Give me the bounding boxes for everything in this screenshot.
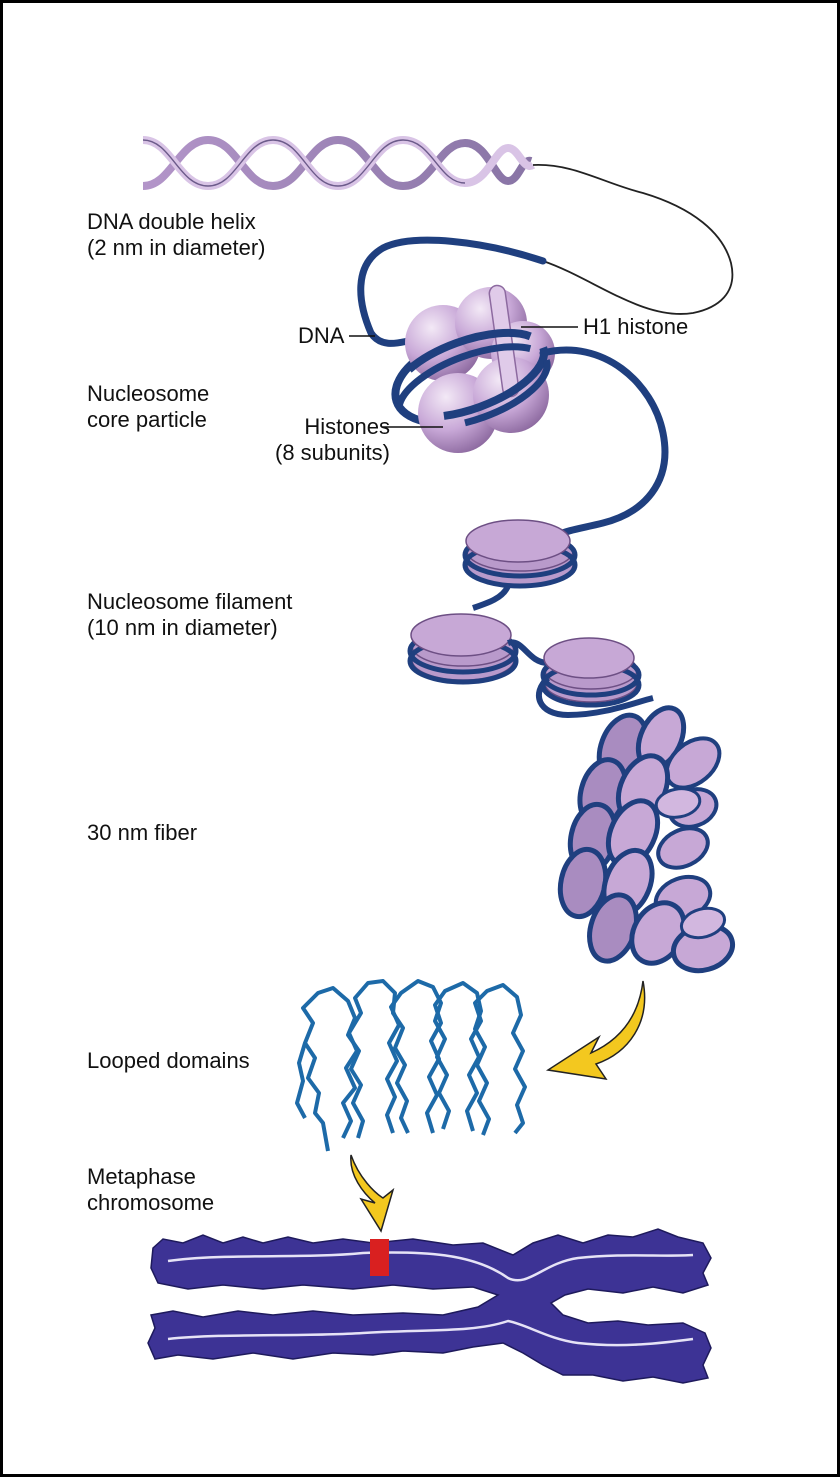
nucleosome-filament [407, 519, 654, 719]
label-dna-double-helix: DNA double helix (2 nm in diameter) [87, 209, 266, 261]
nucleosome-disc-3 [540, 637, 642, 708]
label-nucleosome-filament: Nucleosome filament (10 nm in diameter) [87, 589, 292, 641]
arrow-fiber-to-loops [545, 980, 646, 1081]
label-histones-line2: (8 subunits) [275, 440, 390, 465]
dna-strand-mid [539, 346, 669, 539]
label-nucleosome-core-particle: Nucleosome core particle [87, 381, 209, 433]
label-looped-domains: Looped domains [87, 1048, 250, 1073]
dna-strand-top [357, 236, 547, 347]
chromatin-diagram [142, 135, 736, 1384]
leader-lines [349, 326, 578, 428]
label-h1-histone: H1 histone [583, 314, 689, 339]
looped-domains [295, 979, 527, 1152]
label-30nm-fiber: 30 nm fiber [87, 820, 198, 845]
label-metaphase-chromosome: Metaphase chromosome [87, 1164, 214, 1216]
label-dna: DNA [298, 323, 345, 348]
label-dna-double-helix-line2: (2 nm in diameter) [87, 235, 266, 260]
label-histones: Histones (8 subunits) [275, 414, 390, 466]
nucleosome-core-particle [387, 284, 555, 453]
label-metaphase-line2: chromosome [87, 1190, 215, 1215]
nucleosome-disc-1 [462, 519, 578, 589]
label-filament-line2: (10 nm in diameter) [87, 615, 278, 640]
label-filament-line1: Nucleosome filament [87, 589, 293, 614]
nucleosome-disc-2 [407, 613, 519, 685]
label-histones-line1: Histones [304, 414, 390, 439]
label-nucleosome-core-line2: core particle [87, 407, 207, 432]
highlight-region [370, 1239, 389, 1276]
dna-double-helix [142, 135, 734, 315]
metaphase-chromosome [147, 1228, 712, 1384]
label-nucleosome-core-line1: Nucleosome [87, 381, 210, 406]
label-dna-double-helix-line1: DNA double helix [87, 209, 256, 234]
arrow-loops-to-chromosome [350, 1154, 395, 1233]
fiber-30nm [557, 705, 736, 974]
label-metaphase-line1: Metaphase [87, 1164, 196, 1189]
